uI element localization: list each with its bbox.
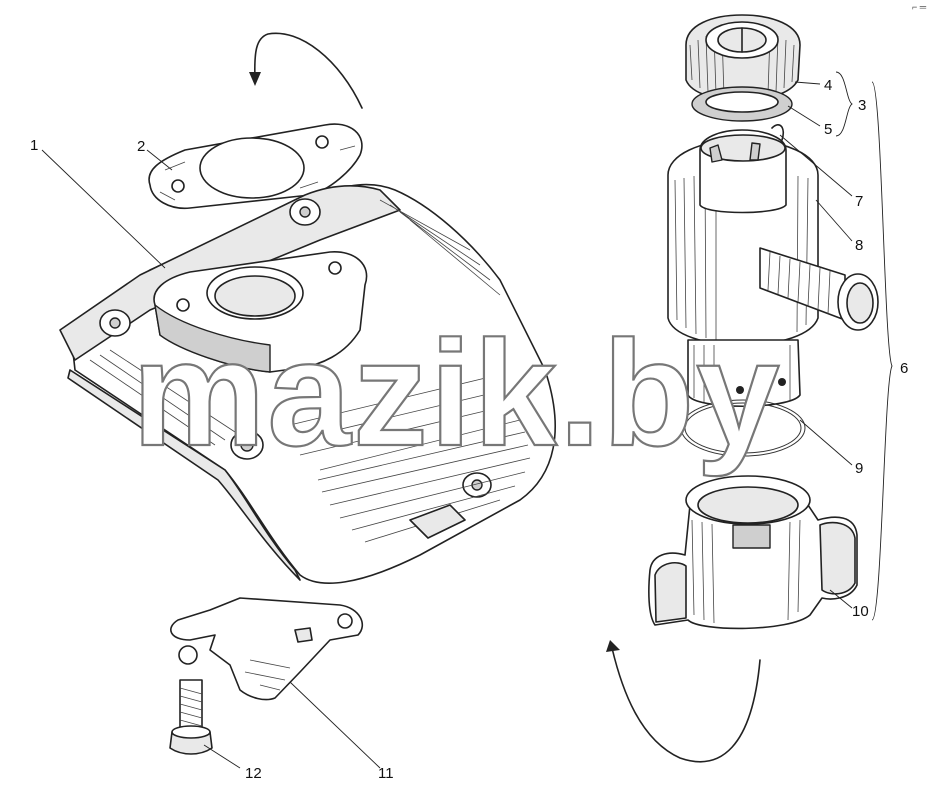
callout-6: 6 — [900, 360, 908, 377]
ring-part-5 — [691, 86, 793, 122]
callout-11: 11 — [378, 765, 394, 782]
callout-7: 7 — [855, 193, 863, 210]
callout-8: 8 — [855, 237, 863, 254]
cap-part-4 — [685, 14, 801, 101]
housing-part-1 — [59, 183, 556, 584]
callout-leaders — [41, 71, 893, 769]
callout-12: 12 — [245, 765, 262, 782]
callout-labels: 1 2 3 4 5 6 7 8 9 10 11 12 — [30, 77, 908, 782]
assembly-arrow-right — [606, 640, 761, 763]
callout-9: 9 — [855, 460, 863, 477]
callout-10: 10 — [852, 603, 869, 620]
callout-1: 1 — [30, 137, 38, 154]
bracket-part-11 — [170, 597, 364, 701]
callout-4: 4 — [824, 77, 832, 94]
watermark: mazik.by — [132, 309, 782, 477]
base-part-10 — [648, 475, 858, 630]
bolt-part-12 — [169, 679, 213, 755]
gasket-part-2 — [148, 123, 363, 210]
callout-3: 3 — [858, 97, 866, 114]
tube-housing-part-8 — [667, 129, 879, 408]
corner-mark: ⌐ ═ — [912, 2, 927, 12]
assembly-arrow-left — [249, 32, 363, 109]
callout-5: 5 — [824, 121, 832, 138]
o-ring-part-9 — [680, 399, 806, 457]
callout-2: 2 — [137, 138, 145, 155]
